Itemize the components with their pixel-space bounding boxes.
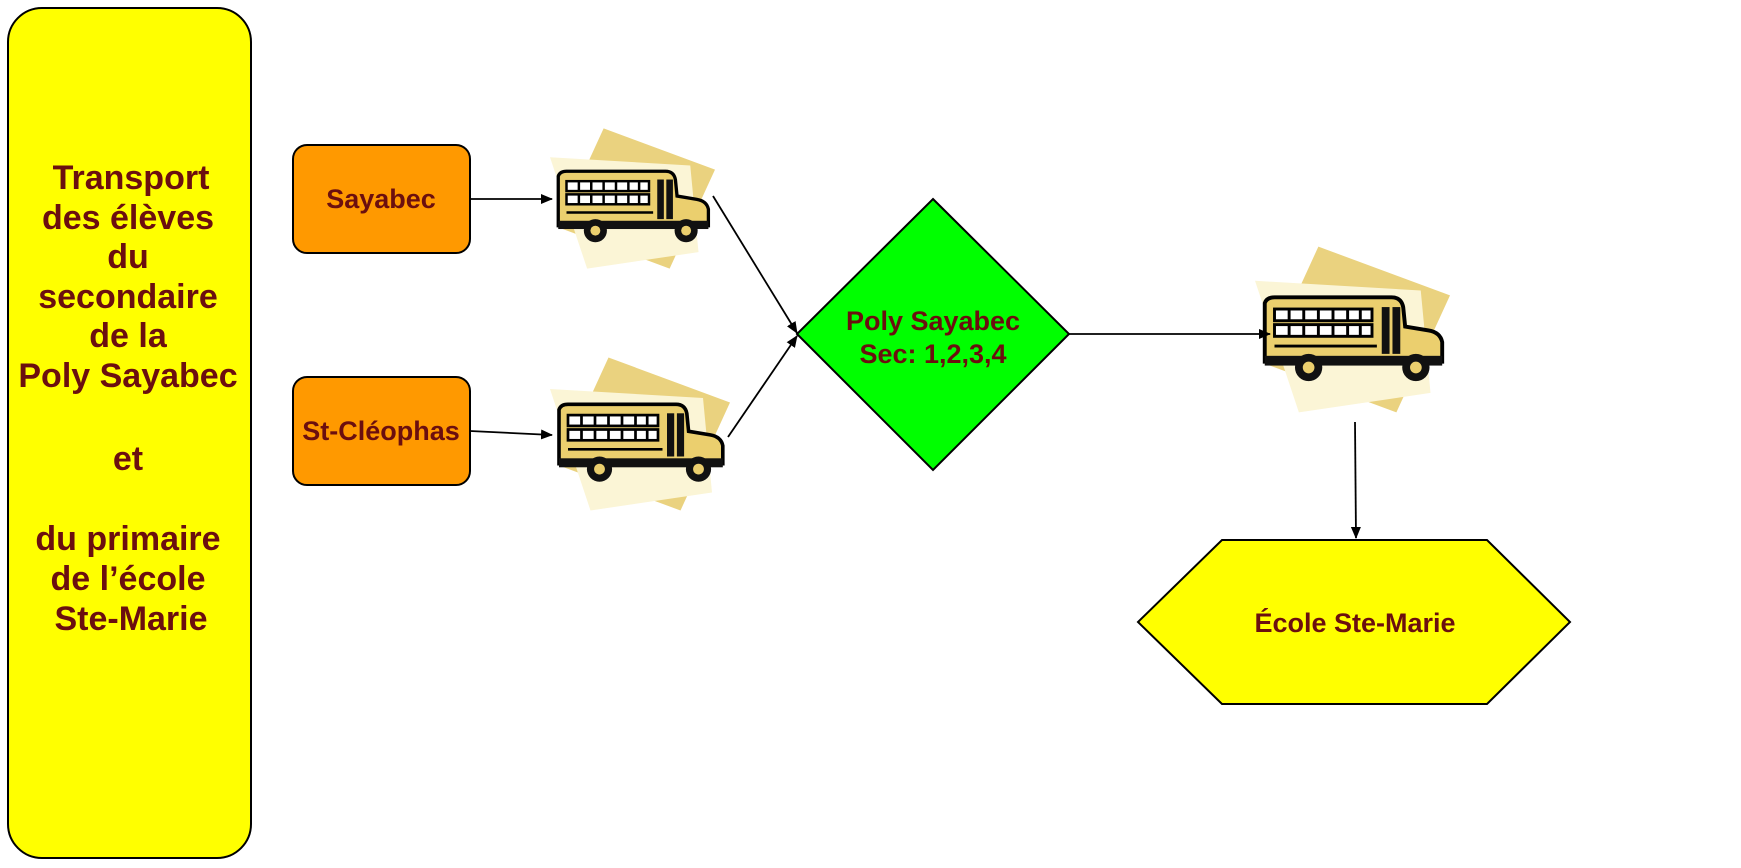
title-line: du <box>107 238 149 276</box>
ecole-label: École Ste-Marie <box>1254 607 1455 638</box>
arrow-bus2-to-poly <box>727 335 798 438</box>
origin-node-sayabec: Sayabec <box>292 144 471 254</box>
poly-sayabec-node: Poly Sayabec Sec: 1,2,3,4 <box>795 197 1071 472</box>
title-line: secondaire <box>38 278 218 316</box>
origin-label-sayabec: Sayabec <box>326 184 436 214</box>
arrow-bus1-to-poly <box>712 195 798 334</box>
school-bus-icon <box>550 355 730 513</box>
ecole-ste-marie-node: École Ste-Marie <box>1136 539 1572 705</box>
title-line: de l’école <box>51 560 206 598</box>
title-line: Poly Sayabec <box>18 357 237 395</box>
title-panel: Transport des élèves du secondaire de la… <box>7 7 252 859</box>
poly-grades-label: Sec: 1,2,3,4 <box>859 339 1006 369</box>
title-line: Transport <box>53 159 210 197</box>
title-line: et <box>113 440 143 478</box>
origin-label-st-cleophas: St-Cléophas <box>302 416 460 446</box>
title-line: Ste-Marie <box>54 600 207 638</box>
poly-label: Poly Sayabec <box>846 306 1020 336</box>
arrow-bus-to-ecole <box>1350 421 1361 539</box>
origin-node-st-cleophas: St-Cléophas <box>292 376 471 486</box>
connectors <box>469 194 1361 539</box>
school-bus-icon <box>1255 247 1450 413</box>
title-line: de la <box>89 317 168 355</box>
arrow-cleophas-to-bus <box>469 429 553 440</box>
title-line: des élèves <box>42 199 214 237</box>
school-bus-icon <box>550 126 715 271</box>
title-line: du primaire <box>35 520 220 558</box>
